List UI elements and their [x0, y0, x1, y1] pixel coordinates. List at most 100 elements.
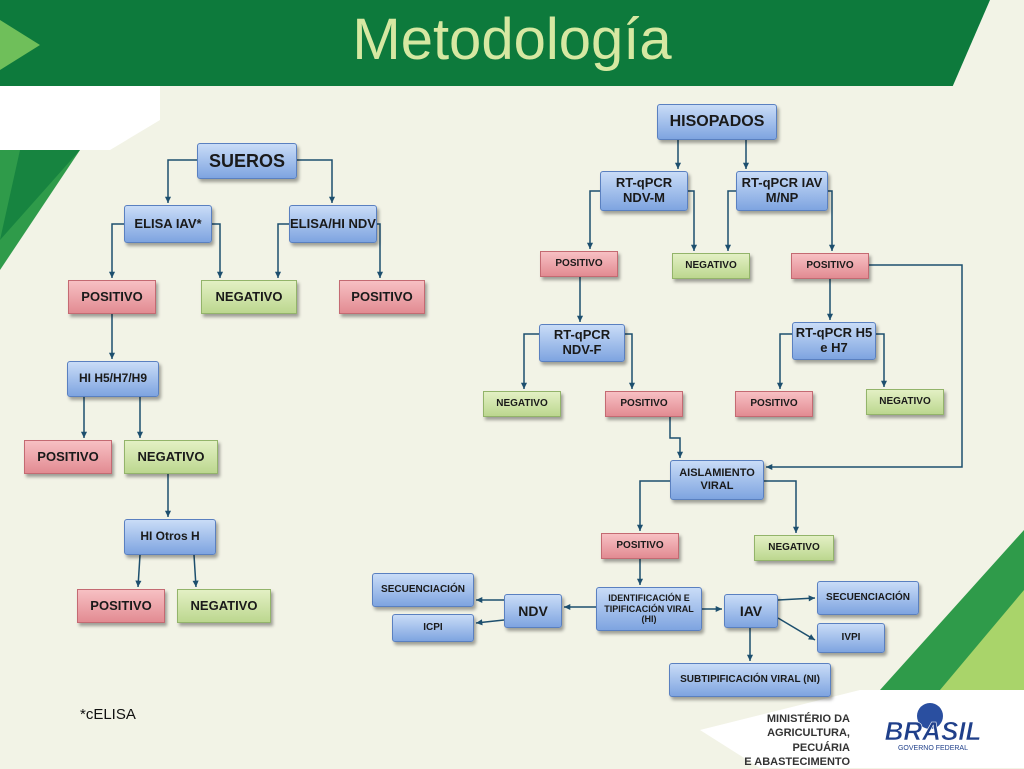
arrowhead-icon [520, 382, 528, 389]
arrowhead-icon [808, 595, 815, 602]
connector-line [589, 190, 600, 249]
positivo-ndvm-box: POSITIVO [540, 251, 618, 277]
sueros-box: SUEROS [197, 143, 297, 179]
hi-otros-box: HI Otros H [124, 519, 216, 555]
title-banner [60, 0, 990, 86]
connector-line [639, 480, 670, 531]
left-dark-triangle [0, 150, 80, 240]
connector-line [625, 333, 633, 389]
ministry-line-3: E ABASTECIMENTO [744, 755, 850, 768]
brasil-wordmark: BRASIL [885, 716, 982, 746]
iav-box: IAV [724, 594, 778, 628]
arrowhead-icon [636, 524, 644, 531]
connector-line [777, 617, 816, 641]
negativo-ndvf-box: NEGATIVO [483, 391, 561, 417]
connector-line [377, 223, 381, 278]
arrowhead-icon [766, 463, 773, 471]
arrowhead-icon [80, 431, 88, 438]
connector-line [669, 417, 681, 458]
gov-federal-text: GOVERNO FEDERAL [898, 745, 968, 752]
ministry-logo-text: MINISTÉRIO DA AGRICULTURA, PECUÁRIA E AB… [710, 712, 850, 769]
arrowhead-icon [476, 619, 483, 626]
arrowhead-icon [828, 244, 836, 251]
subtipificacion-box: SUBTIPIFICACIÓN VIRAL (NI) [669, 663, 831, 697]
arrowhead-icon [724, 244, 732, 251]
ministry-line-2: AGRICULTURA, PECUÁRIA [767, 727, 850, 754]
positivo-h5h7-box: POSITIVO [735, 391, 813, 417]
rtqpcr-ndvf-box: RT-qPCR NDV-F [539, 324, 625, 362]
arrowhead-icon [690, 244, 698, 251]
arrowhead-icon [192, 580, 199, 587]
arrowhead-icon [776, 382, 784, 389]
ivpi-box: IVPI [817, 623, 885, 653]
right-light-triangle [940, 590, 1024, 690]
arrowhead-icon [328, 196, 336, 203]
aislamiento-box: AISLAMIENTO VIRAL [670, 460, 764, 500]
positivo-2-box: POSITIVO [339, 280, 425, 314]
arrowhead-icon [674, 162, 682, 169]
ministry-line-1: MINISTÉRIO DA [766, 713, 850, 725]
elisa-iav-box: ELISA IAV* [124, 205, 212, 243]
arrowhead-icon [792, 526, 800, 533]
identificacion-box: IDENTIFICACIÓN E TIPIFICACIÓN VIRAL (HI) [596, 587, 702, 631]
arrowhead-icon [576, 315, 584, 322]
connector-line [688, 190, 695, 251]
negativo-4-box: NEGATIVO [177, 589, 271, 623]
rtqpcr-h5h7-box: RT-qPCR H5 e H7 [792, 322, 876, 360]
connector-line [111, 223, 124, 278]
connector-line [167, 159, 197, 203]
rtqpcr-iav-box: RT-qPCR IAV M/NP [736, 171, 828, 211]
hi-h5h7h9-box: HI H5/H7/H9 [67, 361, 159, 397]
connector-line [727, 190, 736, 251]
arrowhead-icon [108, 352, 116, 359]
positivo-4-box: POSITIVO [77, 589, 165, 623]
connector-line [876, 333, 885, 387]
connector-line [297, 159, 333, 203]
page-title: Metodología [352, 7, 672, 72]
negativo-h5h7-box: NEGATIVO [866, 389, 944, 415]
icpi-box: ICPI [392, 614, 474, 642]
arrowhead-icon [164, 510, 172, 517]
connector-arrows [80, 140, 963, 661]
connector-line [277, 223, 289, 278]
connector-line [779, 333, 792, 389]
footnote: *cELISA [80, 706, 136, 723]
arrowhead-icon [108, 271, 116, 278]
connector-line [764, 480, 797, 533]
ndv-box: NDV [504, 594, 562, 628]
connector-line [828, 190, 833, 251]
arrowhead-icon [216, 271, 224, 278]
bottom-white-band [700, 690, 1024, 768]
negativo-mid-box: NEGATIVO [672, 253, 750, 279]
negativo-1-box: NEGATIVO [201, 280, 297, 314]
brasil-globe-icon [917, 703, 943, 729]
elisa-hi-ndv-box: ELISA/HI NDV [289, 205, 377, 243]
connector-line [766, 264, 963, 468]
arrowhead-icon [628, 382, 636, 389]
arrowhead-icon [476, 596, 483, 604]
positivo-iav-box: POSITIVO [791, 253, 869, 279]
connector-line [523, 333, 539, 389]
arrowhead-icon [676, 451, 684, 458]
arrowhead-icon [715, 605, 722, 613]
arrowhead-icon [136, 431, 144, 438]
positivo-1-box: POSITIVO [68, 280, 156, 314]
arrowhead-icon [564, 603, 571, 611]
arrowhead-icon [636, 578, 644, 585]
arrowhead-icon [742, 162, 750, 169]
arrowhead-icon [826, 313, 834, 320]
brasil-logo: BRASIL GOVERNO FEDERAL [884, 703, 982, 752]
arrowhead-icon [274, 271, 282, 278]
arrowhead-icon [164, 196, 172, 203]
arrowhead-icon [746, 654, 754, 661]
arrowhead-icon [880, 380, 888, 387]
positivo-ais-box: POSITIVO [601, 533, 679, 559]
secuenciacion-iav-box: SECUENCIACIÓN [817, 581, 919, 615]
positivo-ndvf-box: POSITIVO [605, 391, 683, 417]
positivo-3-box: POSITIVO [24, 440, 112, 474]
arrowhead-icon [586, 242, 594, 249]
secuenciacion-ndv-box: SECUENCIACIÓN [372, 573, 474, 607]
white-band-decoration [0, 86, 160, 150]
connector-line [212, 223, 221, 278]
negativo-ais-box: NEGATIVO [754, 535, 834, 561]
